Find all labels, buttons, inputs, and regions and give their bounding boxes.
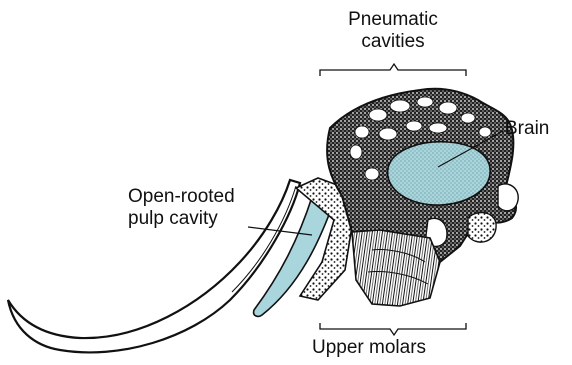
pneumatic-bracket bbox=[320, 64, 466, 76]
pneumatic-label-line1: Pneumatic bbox=[333, 9, 453, 31]
pulp-cavity-label: Open-rooted pulp cavity bbox=[128, 186, 235, 230]
molars-bracket bbox=[320, 323, 466, 335]
pneumatic-label-line2: cavities bbox=[333, 31, 453, 53]
brain-label: Brain bbox=[505, 118, 549, 140]
brain bbox=[388, 142, 491, 205]
pulp-label-line2: pulp cavity bbox=[128, 208, 235, 230]
upper-molars-label: Upper molars bbox=[312, 337, 426, 359]
upper-molars bbox=[352, 230, 440, 306]
pneumatic-cavities-label: Pneumatic cavities bbox=[333, 9, 453, 53]
pulp-label-line1: Open-rooted bbox=[128, 186, 235, 208]
